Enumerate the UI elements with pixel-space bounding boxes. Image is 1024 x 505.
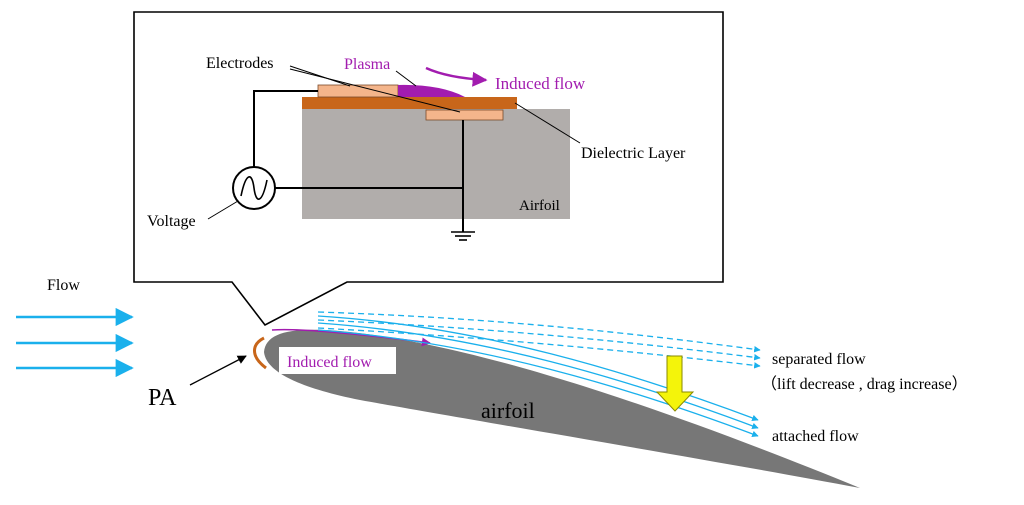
main-airfoil-label: airfoil [481,398,535,423]
attached-flow-lines [317,315,759,437]
inset-airfoil-block [302,109,570,219]
induced-flow-label-top: Induced flow [495,74,586,93]
pa-arrow [189,355,247,386]
embedded-electrode [425,109,504,121]
plasma-label: Plasma [344,56,390,73]
inset-airfoil-label: Airfoil [519,198,560,214]
transition-arrow-icon [655,355,695,412]
induced-flow-label-box [279,347,396,374]
electrodes-label: Electrodes [206,55,274,72]
plasma-region [398,84,465,97]
wire-upper [253,90,318,168]
pa-label: PA [148,385,177,411]
ac-voltage-source-icon [232,166,276,210]
dielectric-layer [302,97,517,109]
exposed-electrode [317,84,399,98]
main-airfoil [264,329,860,488]
separated-flow-label: separated flow [772,351,866,368]
dielectric-label: Dielectric Layer [581,145,686,162]
plasma-leader [395,70,417,87]
leading-edge-actuator [253,336,267,370]
electrodes-leader-1 [289,65,351,87]
induced-flow-arrow-top [425,66,488,87]
voltage-leader [207,200,239,220]
electrodes-leader-2 [289,68,461,113]
separated-flow-lines [317,311,761,369]
separated-flow-effect-label: （lift decrease , drag increase） [761,375,968,393]
dielectric-leader [514,102,581,144]
ground-icon [451,231,475,241]
flow-label: Flow [47,277,80,294]
induced-flow-label-main: Induced flow [287,354,372,371]
attached-flow-label: attached flow [772,428,859,445]
voltage-label: Voltage [147,213,196,230]
